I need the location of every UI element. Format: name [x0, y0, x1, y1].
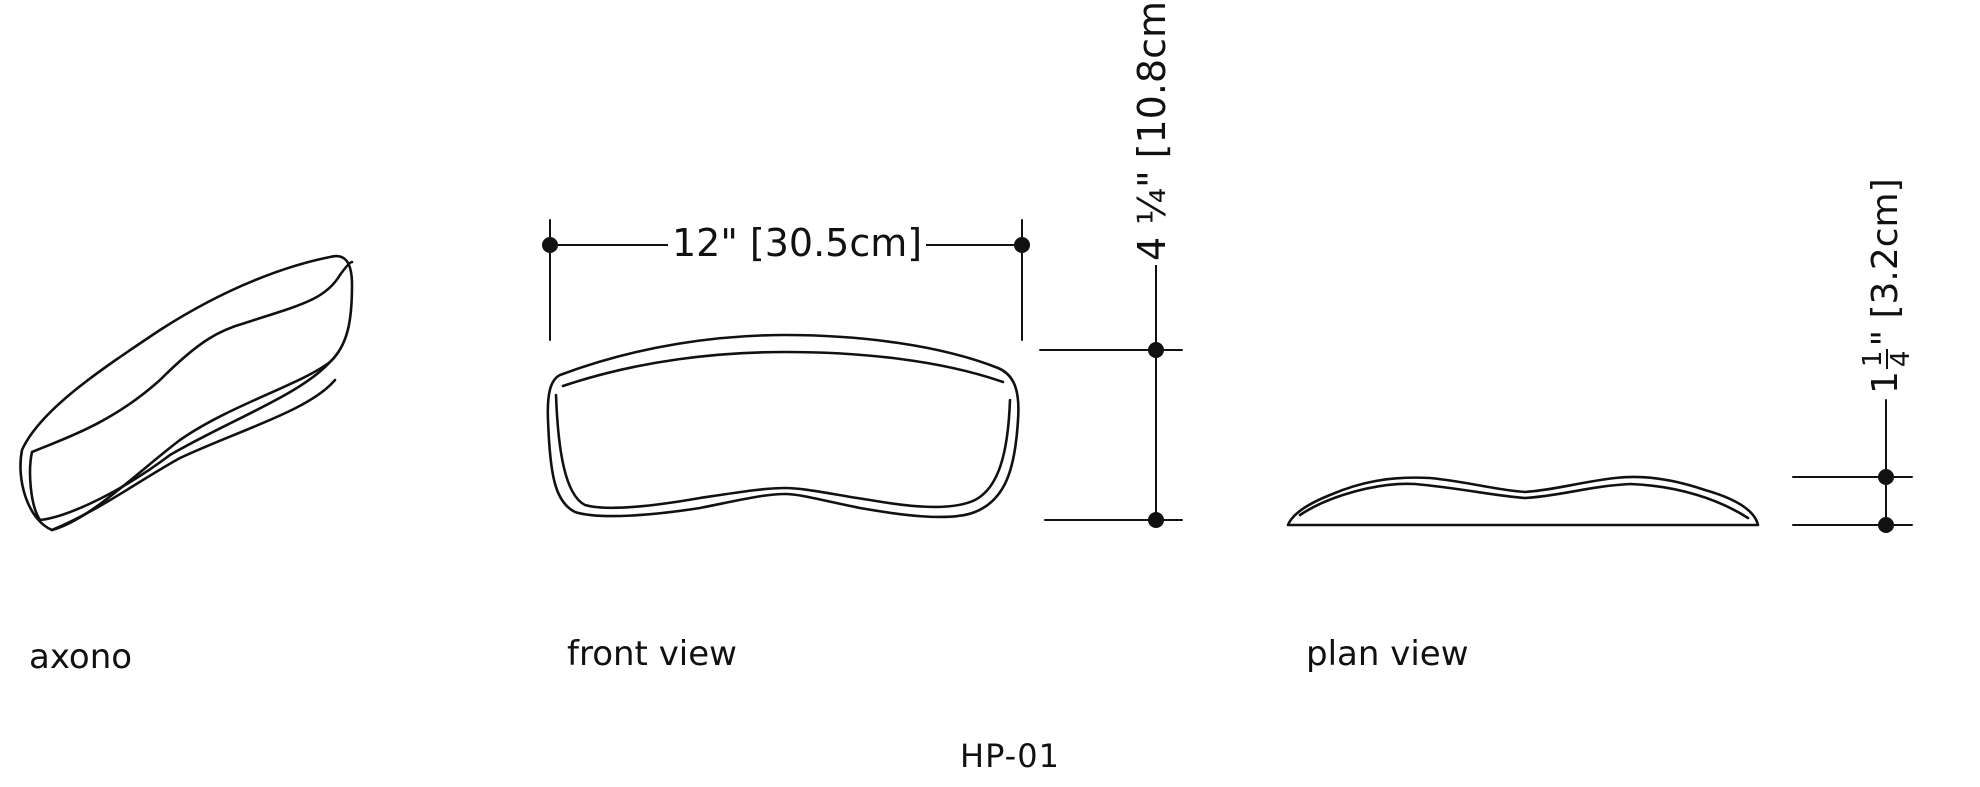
front-view-drawing [546, 333, 1020, 519]
dimension-dots [542, 237, 1894, 533]
axono-drawing [19, 254, 354, 532]
plan-height-dimension [1792, 399, 1913, 526]
plan-height-rest: " [3.2cm] [1865, 178, 1906, 347]
front-width-label: 12" [30.5cm] [668, 224, 927, 262]
front-view-label: front view [567, 634, 737, 674]
plan-height-whole: 1 [1865, 371, 1906, 394]
plan-view-drawing [1286, 475, 1760, 527]
front-height-dimension [1039, 264, 1183, 521]
front-height-label: 4 ¼" [10.8cm] [1130, 0, 1174, 265]
product-code: HP-01 [960, 737, 1060, 775]
plan-view-label: plan view [1306, 634, 1469, 674]
axono-label: axono [29, 637, 133, 677]
plan-height-numerator: 1 [1858, 348, 1888, 370]
plan-height-denominator: 4 [1886, 350, 1916, 368]
